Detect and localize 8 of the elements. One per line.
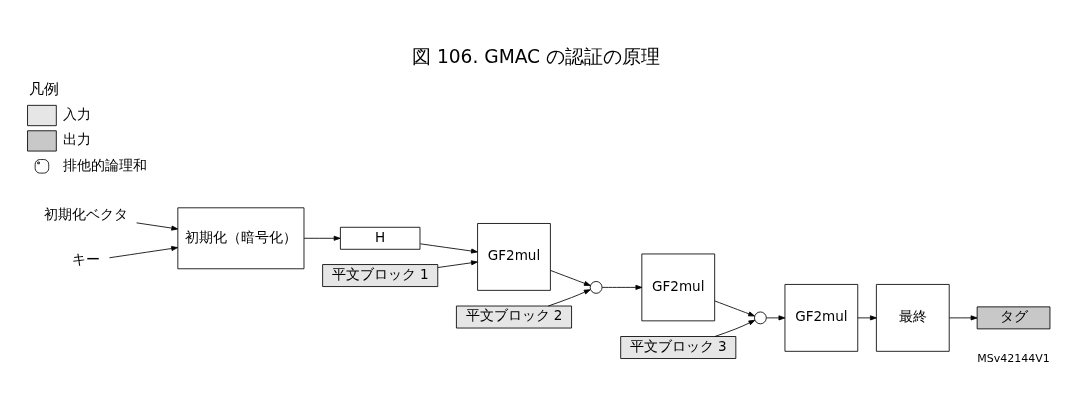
node-text: キー — [71, 251, 100, 268]
diagram-title: 図 106. GMAC の認証の原理 — [411, 45, 661, 67]
label: 凡例 — [29, 79, 60, 98]
node-text: 初期化ベクタ — [43, 205, 128, 222]
legend-label: 排他的論理和 — [63, 156, 148, 173]
legend-label: 入力 — [63, 105, 92, 122]
label: MSv42144V1 — [977, 352, 1050, 366]
legend-label: 出力 — [63, 131, 92, 148]
